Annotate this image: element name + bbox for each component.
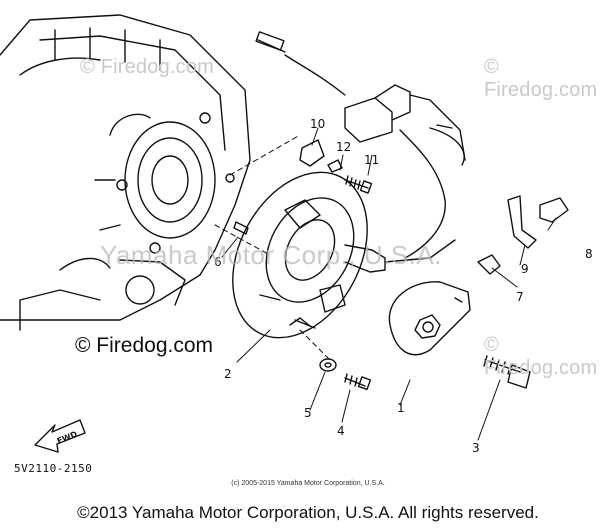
part-number-12: 12 xyxy=(336,140,351,154)
front-arrow-label: FWD xyxy=(56,429,79,445)
copyright-footer: ©2013 Yamaha Motor Corporation, U.S.A. A… xyxy=(77,503,539,522)
stator-bolt-drawing xyxy=(327,159,373,194)
part-number-6: 6 xyxy=(214,255,222,269)
part-number-9: 9 xyxy=(521,262,529,276)
part-number-labels: 1 2 3 4 5 6 7 8 9 10 11 12 FWD xyxy=(56,117,593,455)
washer-drawing xyxy=(319,358,337,372)
screw-drawing xyxy=(344,373,372,391)
part-number-3: 3 xyxy=(472,441,480,455)
part-number-10: 10 xyxy=(310,117,325,131)
faint-center-watermark: Yamaha Motor Corp., U.S.A. xyxy=(100,240,442,270)
pulser-coil-drawing xyxy=(388,281,471,356)
part-number-8: 8 xyxy=(585,247,593,261)
bracket-drawing xyxy=(507,195,537,249)
clip-drawing xyxy=(477,254,501,275)
front-arrow-drawing xyxy=(34,419,86,453)
dowel-pin-drawing xyxy=(233,221,249,235)
watermark-middle-right: © Firedog.com xyxy=(484,334,598,379)
part-number-7: 7 xyxy=(516,290,524,304)
holder-drawing xyxy=(539,197,569,223)
part-number-2: 2 xyxy=(224,367,232,381)
watermark-top-right: © Firedog.com xyxy=(484,56,598,101)
watermark-middle-left: © Firedog.com xyxy=(75,334,214,357)
watermark-top-left: © Firedog.com xyxy=(80,56,215,78)
part-number-5: 5 xyxy=(304,406,312,420)
clamp-drawing xyxy=(299,139,325,167)
leader-lines xyxy=(221,127,557,441)
stator-assembly-drawing xyxy=(232,171,456,339)
crankcase-drawing xyxy=(0,14,251,331)
wiring-harness-drawing xyxy=(255,31,466,259)
part-number-4: 4 xyxy=(337,424,345,438)
small-copyright: (c) 2005-2015 Yamaha Motor Corporation, … xyxy=(231,480,385,487)
part-number-1: 1 xyxy=(397,401,405,415)
alignment-lines xyxy=(214,134,331,361)
diagram-code: 5V2110-2150 xyxy=(14,462,93,475)
part-number-11: 11 xyxy=(364,153,379,167)
crank-bolt-drawing xyxy=(483,355,531,389)
